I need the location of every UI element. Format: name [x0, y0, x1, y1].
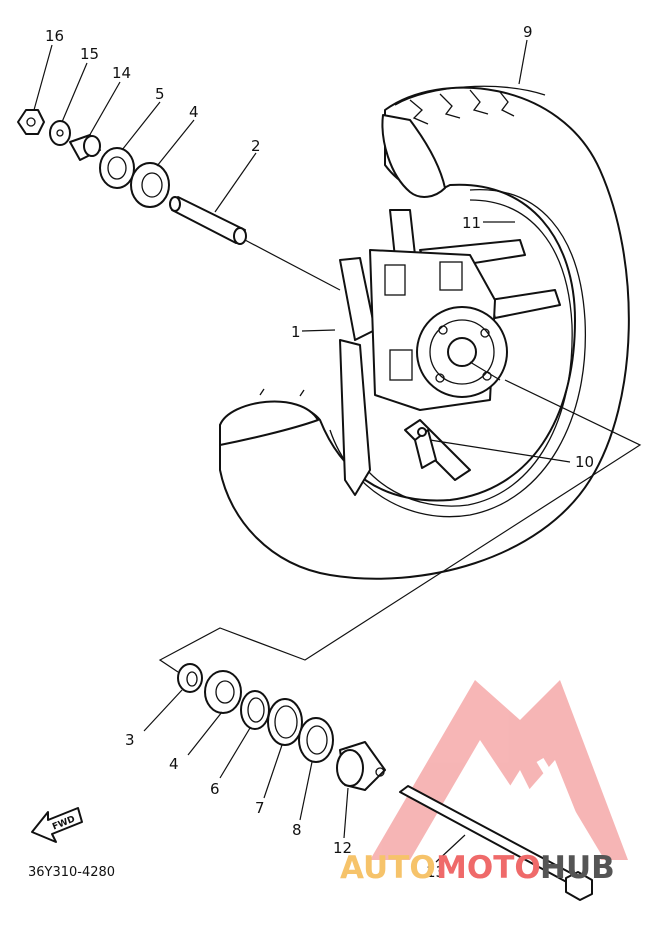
callout-numbers: 16 15 14 5 4 2 9 11 1 10 3 4 6 7 8 12 13 [45, 23, 594, 881]
watermark-hub: HUB [540, 850, 615, 886]
assembly-lines [158, 239, 642, 673]
part-7-washer [267, 698, 303, 746]
callout-9: 9 [523, 23, 533, 41]
fwd-arrow-icon: FWD [31, 807, 83, 843]
part-8-oil-seal [298, 717, 334, 763]
callout-14: 14 [112, 64, 131, 82]
watermark-triangle-logo [370, 680, 628, 863]
part-6-clip [240, 690, 270, 730]
callout-8: 8 [292, 821, 302, 839]
watermark-auto: AUTO [340, 850, 436, 886]
part-13-axle [399, 785, 593, 901]
callout-6: 6 [210, 780, 220, 798]
part-12-meter-gear [336, 741, 386, 791]
callout-13: 13 [426, 863, 445, 881]
callout-7: 7 [255, 799, 265, 817]
part-4-bearing-upper [130, 162, 170, 208]
callout-3: 3 [125, 731, 135, 749]
callout-4-lower: 4 [169, 755, 179, 773]
tire [219, 85, 630, 580]
part-2-spacer [169, 196, 247, 245]
part-14-collar [69, 134, 101, 161]
callout-16: 16 [45, 27, 64, 45]
callout-15: 15 [80, 45, 99, 63]
leader-lines [33, 39, 571, 863]
wheel-hub [339, 209, 561, 496]
part-15-washer [49, 120, 71, 146]
callout-2: 2 [251, 137, 261, 155]
part-4-bearing-lower [204, 670, 242, 714]
part-5-bearing [99, 147, 135, 189]
callout-5: 5 [155, 85, 165, 103]
part-code: 36Y310-4280 [28, 865, 115, 880]
callout-4-upper: 4 [189, 103, 199, 121]
callout-11: 11 [462, 214, 481, 232]
callout-10: 10 [575, 453, 594, 471]
watermark-moto: MOTO [436, 850, 541, 886]
part-3-oil-seal [177, 663, 203, 693]
part-16-nut [17, 109, 45, 135]
callout-12: 12 [333, 839, 352, 857]
callout-1: 1 [291, 323, 301, 341]
watermark-text: AUTO MOTO HUB [340, 850, 615, 886]
